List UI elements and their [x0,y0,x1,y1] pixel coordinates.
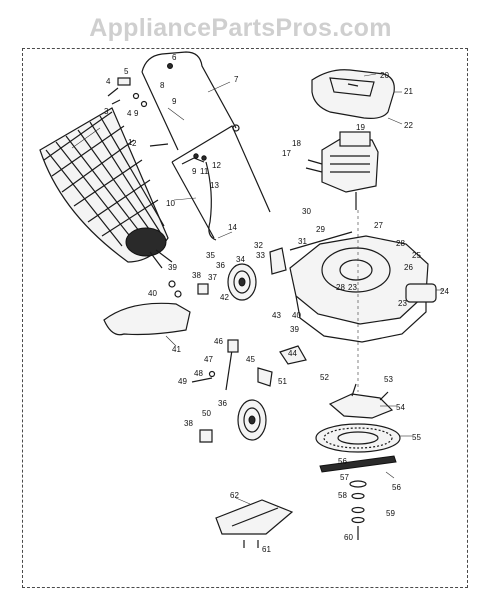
callout-37: 37 [208,273,217,282]
callout-8: 8 [160,81,165,90]
callout-12: 12 [212,161,221,170]
callout-1: 1 [128,138,133,147]
rear-wheel[interactable] [197,247,287,301]
callout-45: 45 [246,355,255,364]
callout-54: 54 [396,403,405,412]
callout-42: 42 [220,293,229,302]
callout-9c: 9 [192,167,197,176]
callout-18: 18 [292,139,301,148]
leader-lines [71,73,444,505]
callout-25: 25 [412,251,421,260]
callout-39b: 39 [290,325,299,334]
callout-28b: 28 [336,283,345,292]
callout-27: 27 [374,221,383,230]
diagram-frame [22,48,468,588]
blade-adapter[interactable] [328,383,394,419]
callout-34: 34 [236,255,245,264]
callout-53: 53 [384,375,393,384]
callout-24: 24 [440,287,449,296]
callout-48: 48 [194,369,203,378]
callout-35: 35 [206,251,215,260]
callout-56b: 56 [392,483,401,492]
height-adjuster[interactable] [191,339,307,391]
callout-19: 19 [356,123,365,132]
rear-deflector[interactable] [103,302,191,336]
watermark-text: AppliancePartsPros.com [89,14,392,42]
callout-20: 20 [380,71,389,80]
callout-13: 13 [210,181,219,190]
callout-4b: 4 [127,109,132,118]
callout-21: 21 [404,87,413,96]
callout-36b: 36 [218,399,227,408]
callout-55: 55 [412,433,421,442]
upper-handle[interactable] [141,51,240,151]
callout-9a: 9 [134,109,139,118]
callout-30: 30 [302,207,311,216]
callout-41: 41 [172,345,181,354]
callout-38b: 38 [184,419,193,428]
callout-62: 62 [230,491,239,500]
callout-11: 11 [200,167,209,176]
callout-36a: 36 [216,261,225,270]
callout-28a: 28 [396,239,405,248]
callout-6: 6 [172,53,177,62]
callout-59: 59 [386,509,395,518]
callout-26: 26 [404,263,413,272]
callout-61: 61 [262,545,271,554]
callout-5: 5 [124,67,129,76]
flap-screws [243,540,259,548]
callout-7: 7 [234,75,239,84]
callout-58: 58 [338,491,347,500]
mower-deck[interactable] [289,231,437,343]
grass-bag[interactable] [39,107,173,269]
blade-bolt-stack [349,210,367,540]
front-wheel[interactable] [199,399,267,443]
callout-39a: 39 [168,263,177,272]
callout-4a: 4 [106,77,111,86]
callout-9b: 9 [172,97,177,106]
deflector-hardware [168,280,182,298]
callout-labels: 1 2 3 4 4 5 6 7 8 9 9 9 10 11 12 13 14 1… [104,53,449,554]
callout-23a: 23 [348,283,357,292]
blade-fan-ring[interactable] [315,423,401,453]
engine-shroud[interactable] [311,69,395,119]
bolt-2 [149,143,169,147]
callout-56a: 56 [338,457,347,466]
callout-57: 57 [340,473,349,482]
trail-flap[interactable] [215,499,294,535]
callout-17: 17 [282,149,291,158]
callout-23b: 23 [398,299,407,308]
callout-31: 31 [298,237,307,246]
callout-44: 44 [288,349,297,358]
callout-60: 60 [344,533,353,542]
callout-47: 47 [204,355,213,364]
handle-hardware [107,63,173,108]
mower-blade[interactable] [319,455,397,473]
control-cable [205,161,217,241]
callout-52: 52 [320,373,329,382]
callout-22: 22 [404,121,413,130]
callout-29: 29 [316,225,325,234]
engine[interactable] [305,131,379,210]
callout-3: 3 [104,107,109,116]
callout-43: 43 [272,311,281,320]
callout-46: 46 [214,337,223,346]
callout-49: 49 [178,377,187,386]
callout-32: 32 [254,241,263,250]
callout-40a: 40 [148,289,157,298]
callout-10: 10 [166,199,175,208]
callout-50: 50 [202,409,211,418]
callout-2: 2 [132,139,137,148]
callout-40b: 40 [292,311,301,320]
callout-38a: 38 [192,271,201,280]
lower-handle[interactable] [171,125,271,239]
callout-14: 14 [228,223,237,232]
callout-33: 33 [256,251,265,260]
callout-51: 51 [278,377,287,386]
